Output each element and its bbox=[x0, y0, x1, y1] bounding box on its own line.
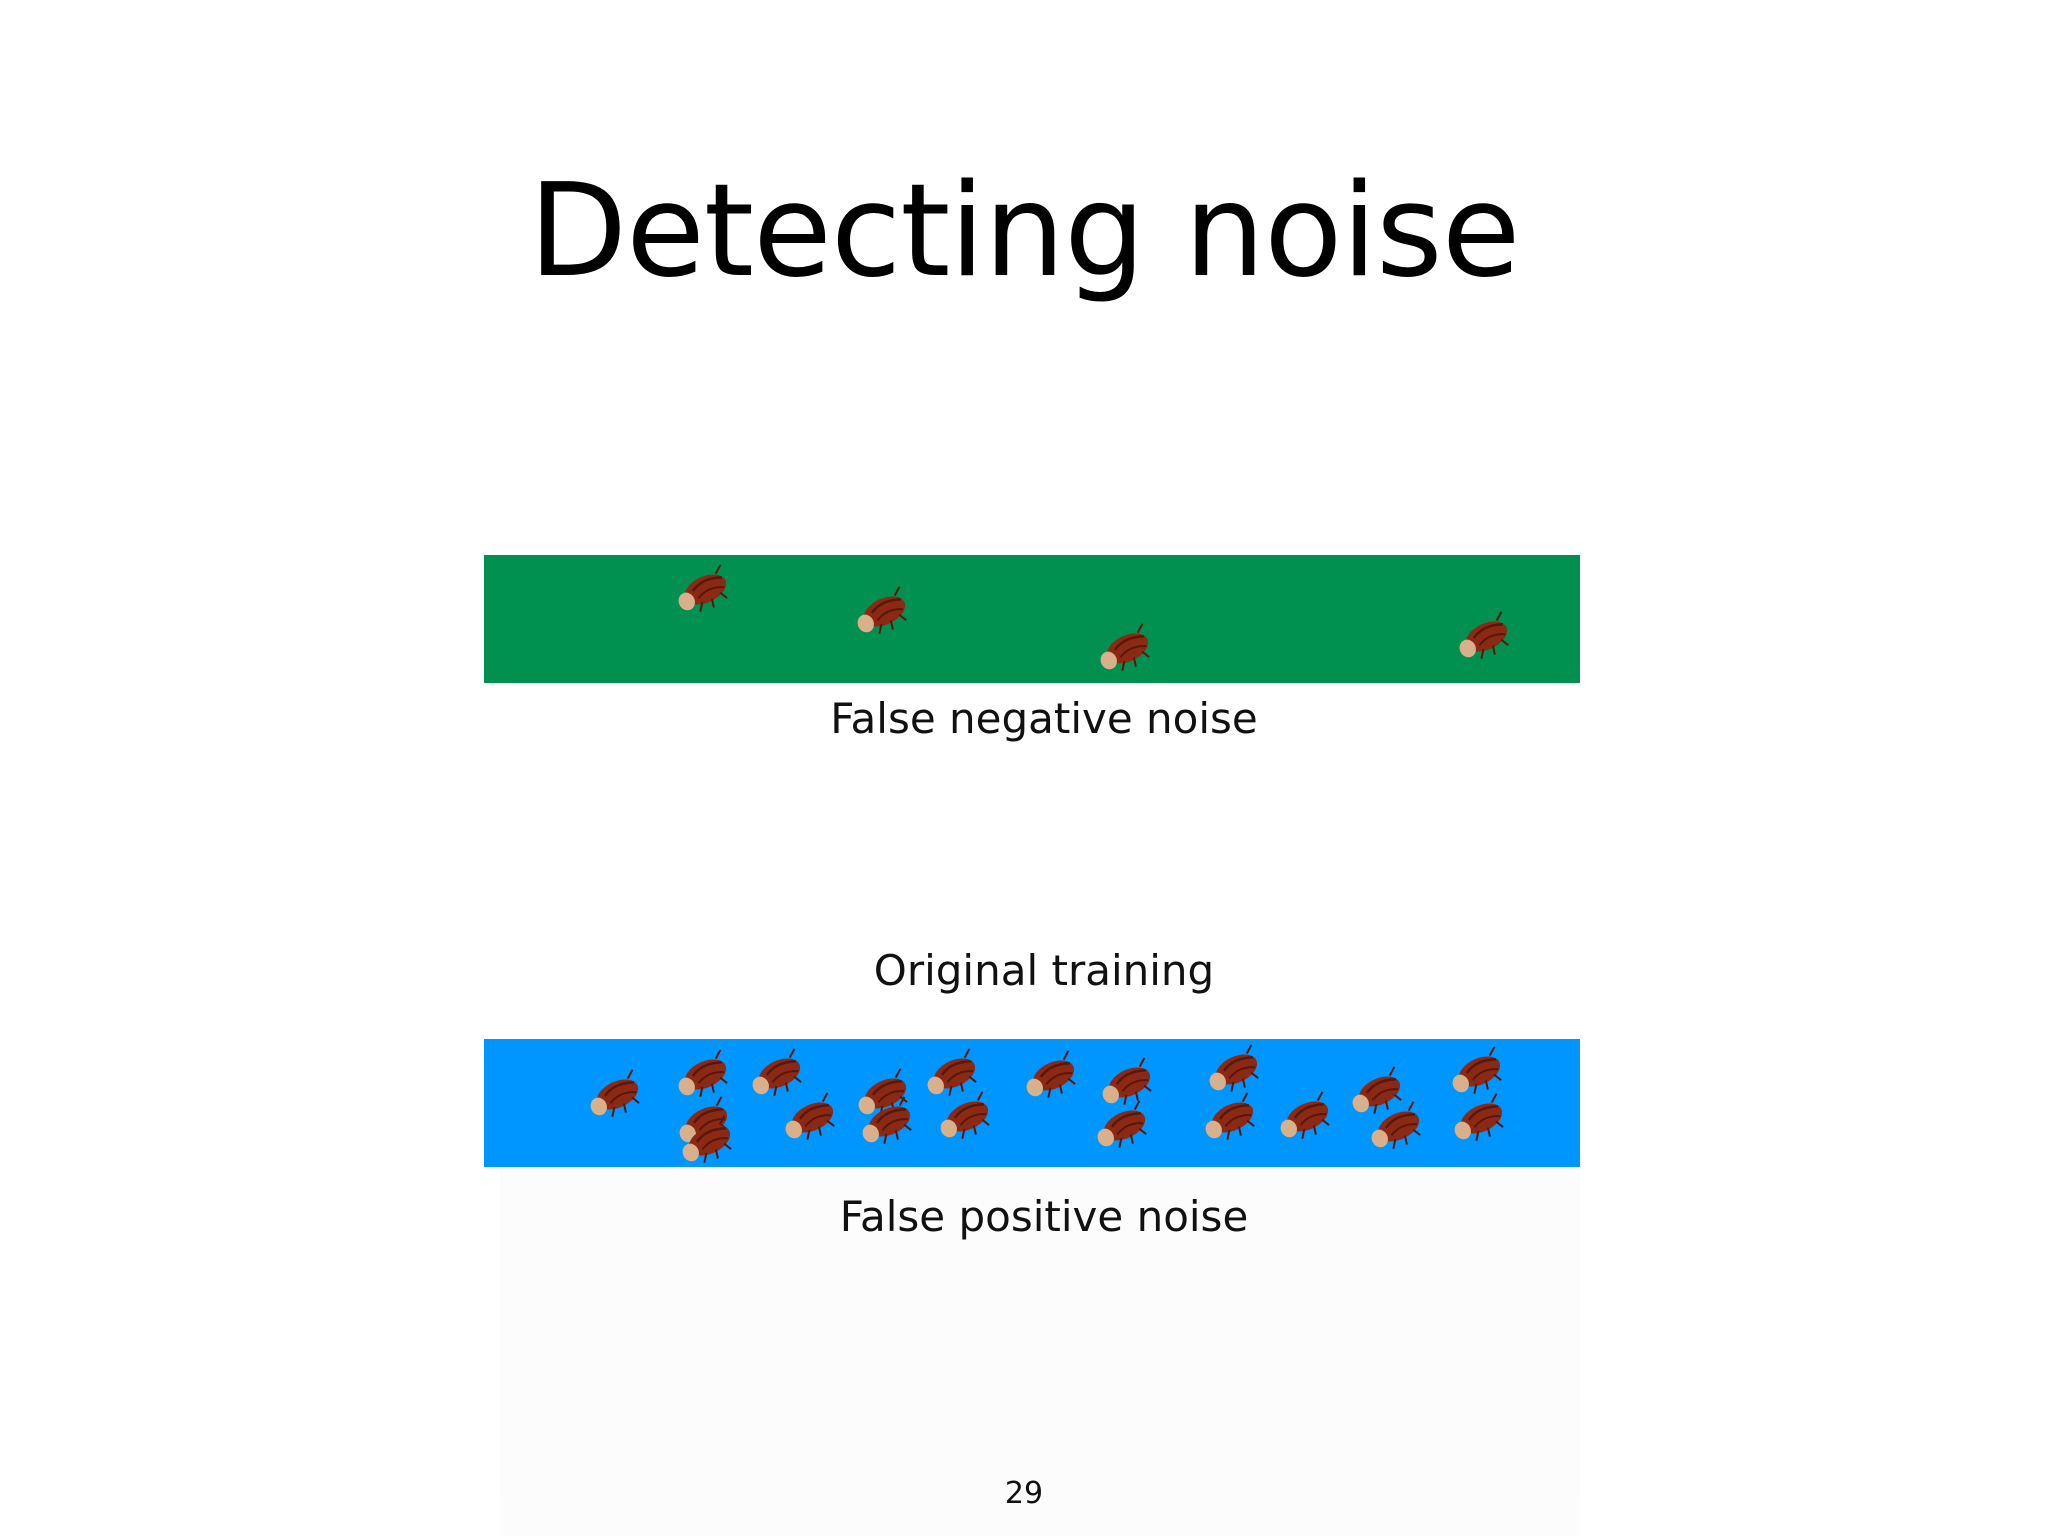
cockroach-icon bbox=[1352, 1066, 1402, 1114]
cockroach-icon bbox=[1205, 1092, 1255, 1140]
page-number: 29 bbox=[1004, 1476, 1044, 1511]
cockroach-icon bbox=[678, 1049, 728, 1097]
cockroach-icon bbox=[927, 1048, 977, 1096]
cockroach-icon bbox=[1102, 1057, 1152, 1105]
cockroach-icon bbox=[857, 586, 907, 634]
cockroach-icon bbox=[1454, 1093, 1504, 1141]
cockroach-icon bbox=[678, 564, 728, 612]
cockroach-icon bbox=[1452, 1046, 1502, 1094]
false-positive-band-graphic bbox=[484, 1039, 1580, 1167]
cockroach-icon bbox=[785, 1092, 835, 1140]
cockroach-icon bbox=[1209, 1044, 1259, 1092]
background-strip bbox=[500, 1168, 1580, 1536]
false-negative-band bbox=[484, 555, 1580, 683]
blue-band-background bbox=[484, 1039, 1580, 1167]
cockroach-icon bbox=[1026, 1050, 1076, 1098]
cockroach-icon bbox=[590, 1069, 640, 1117]
cockroach-icon bbox=[752, 1048, 802, 1096]
cockroach-icon bbox=[940, 1091, 990, 1139]
cockroach-icon bbox=[1459, 611, 1509, 659]
cockroach-icon bbox=[1100, 623, 1150, 671]
cockroach-icon bbox=[1097, 1100, 1147, 1148]
false-positive-caption: False positive noise bbox=[839, 1192, 1249, 1241]
slide-title: Detecting noise bbox=[528, 157, 1521, 306]
cockroach-icon bbox=[1280, 1091, 1330, 1139]
false-negative-caption: False negative noise bbox=[830, 694, 1258, 743]
green-band-background bbox=[484, 555, 1580, 683]
cockroach-icon bbox=[682, 1115, 732, 1163]
false-negative-band-graphic bbox=[484, 555, 1580, 683]
false-positive-band bbox=[484, 1039, 1580, 1167]
cockroach-icon bbox=[1371, 1101, 1421, 1149]
original-training-caption: Original training bbox=[873, 946, 1215, 995]
cockroach-icon bbox=[862, 1096, 912, 1144]
